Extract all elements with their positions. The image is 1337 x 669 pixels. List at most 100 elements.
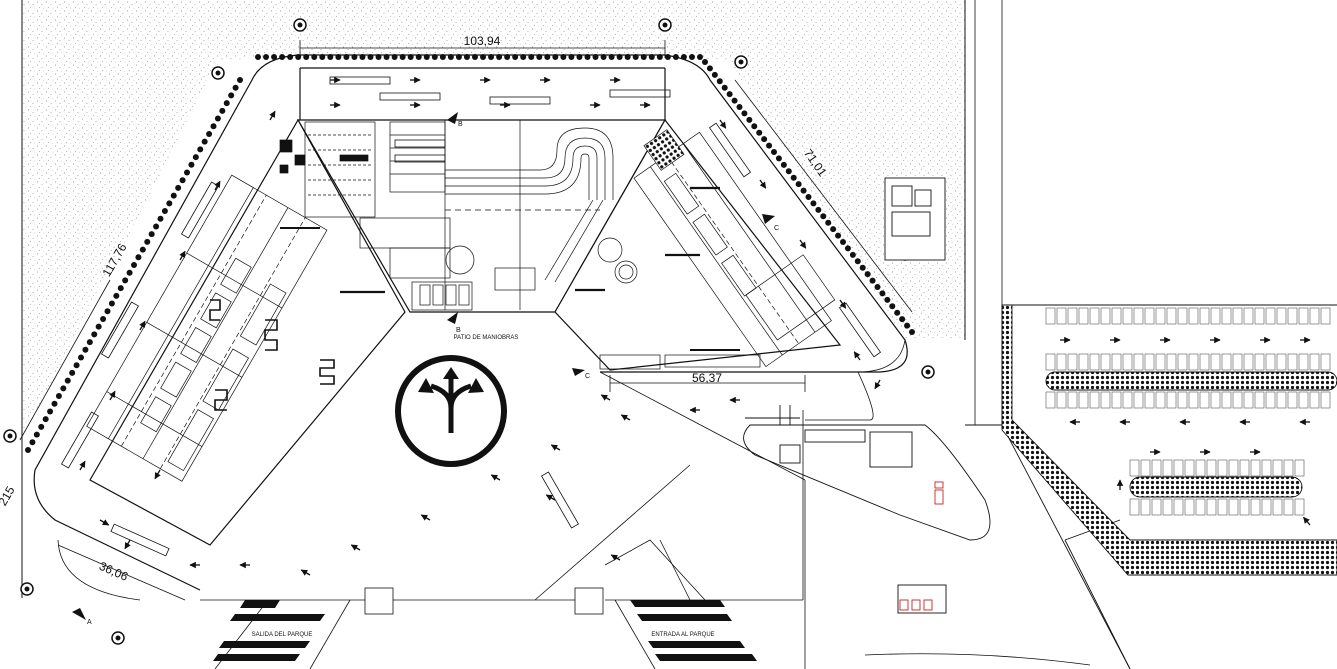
light-pole-center xyxy=(297,22,303,28)
parking-stall xyxy=(1261,498,1272,516)
dimension-bottom-left: 36,06 xyxy=(97,559,130,584)
hedge-dot xyxy=(327,54,334,60)
building-interior xyxy=(86,120,836,482)
maneuver-yard xyxy=(57,371,806,669)
hedge-dot xyxy=(69,369,76,376)
flow-arrow xyxy=(109,390,116,401)
parking-stall xyxy=(1162,498,1173,516)
dimension-top: 103,94 xyxy=(464,34,501,48)
hedge-dot xyxy=(835,232,842,239)
light-poles xyxy=(3,18,935,645)
hedge-dot xyxy=(117,285,124,292)
parking-stall xyxy=(1067,391,1078,409)
flow-arrow xyxy=(179,250,186,261)
parking-stall xyxy=(1173,498,1184,516)
hedge-dot xyxy=(746,116,753,123)
hedge-dot xyxy=(672,54,679,60)
hedge-dot xyxy=(884,296,891,303)
hedge-dot xyxy=(29,439,36,446)
light-pole-center xyxy=(115,635,121,641)
parking-stall xyxy=(1276,391,1287,409)
hedge-dot xyxy=(879,290,886,297)
hedge-dot xyxy=(664,54,671,60)
parking-stall xyxy=(1261,459,1272,477)
hedge-dot xyxy=(825,219,832,226)
parking-stall xyxy=(1151,459,1162,477)
parking-stall xyxy=(1111,391,1122,409)
parking-stall xyxy=(1100,307,1111,325)
hedge-dot xyxy=(520,54,527,60)
hedge-dot xyxy=(415,54,422,60)
parking-stall xyxy=(1188,307,1199,325)
hedge-dot xyxy=(255,54,261,60)
hedge-dot xyxy=(536,54,543,60)
truck xyxy=(489,96,551,105)
hedge-dot xyxy=(854,258,861,265)
parking-stall xyxy=(1272,459,1283,477)
parking-stall xyxy=(1320,307,1331,325)
hedge-dot xyxy=(736,104,743,110)
parking-stall xyxy=(1221,391,1232,409)
hedge-dot xyxy=(223,100,230,107)
parking-stall xyxy=(1294,498,1305,516)
hedge-dot xyxy=(616,54,623,60)
flow-arrow xyxy=(719,119,727,129)
hedge-dot xyxy=(471,54,478,60)
parking-stall xyxy=(1217,459,1228,477)
parking-stall xyxy=(1232,307,1243,325)
parking-stall xyxy=(1056,307,1067,325)
hedge-dot xyxy=(455,54,462,60)
hedge-dot xyxy=(840,239,846,245)
hedge-dot xyxy=(600,54,607,60)
hedge-dot xyxy=(60,385,67,392)
hedge-dot xyxy=(648,54,655,60)
parking-stall xyxy=(1111,307,1122,325)
exit-crosswalk xyxy=(213,600,325,661)
hedge-dot xyxy=(711,71,718,78)
hedge-dot xyxy=(894,309,901,316)
hedge-dot xyxy=(38,423,45,430)
flow-arrow xyxy=(799,239,807,249)
flow-arrow xyxy=(600,394,611,401)
parking-stall xyxy=(1243,307,1254,325)
parking-stall xyxy=(1067,353,1078,371)
parking-stall xyxy=(1254,391,1265,409)
hedge-dot xyxy=(785,168,792,175)
truck xyxy=(394,139,446,148)
hedge-dot xyxy=(407,54,414,60)
truck xyxy=(394,154,446,163)
parking-stall xyxy=(1140,498,1151,516)
hedge-dot xyxy=(78,354,84,361)
patio-label: PATIO DE MANIOBRAS xyxy=(454,335,519,341)
parking-stall xyxy=(1265,391,1276,409)
flow-arrow xyxy=(79,460,86,471)
hedge-dot xyxy=(761,136,768,143)
hedge-dot xyxy=(86,339,93,346)
hedge-dot xyxy=(496,54,503,60)
flow-arrow xyxy=(99,519,110,526)
parking-stall xyxy=(1133,391,1144,409)
hedge-dot xyxy=(771,149,777,155)
parking-stall xyxy=(1144,391,1155,409)
hedge-dot xyxy=(335,54,342,60)
utility-block xyxy=(884,177,947,614)
hedge-dot xyxy=(584,54,591,60)
flow-arrow xyxy=(490,474,501,481)
hedge-dot xyxy=(91,331,98,338)
hedge-dot xyxy=(731,97,738,104)
parking-stall xyxy=(1155,307,1166,325)
parking-stall xyxy=(1287,307,1298,325)
parking-stall xyxy=(1221,307,1232,325)
hedge-dot xyxy=(568,54,575,60)
parking-stall xyxy=(1294,459,1305,477)
parking-stall xyxy=(1045,391,1056,409)
parking-stall xyxy=(1155,391,1166,409)
hedge-dot xyxy=(431,54,438,60)
hedge-dot xyxy=(552,54,559,60)
section-a-label: A xyxy=(87,619,92,626)
hedge-dot xyxy=(161,208,168,215)
hedge-dot xyxy=(560,54,567,60)
hedge-dot xyxy=(751,123,758,130)
hedge-dot xyxy=(899,316,906,323)
parking-stall xyxy=(1206,459,1217,477)
